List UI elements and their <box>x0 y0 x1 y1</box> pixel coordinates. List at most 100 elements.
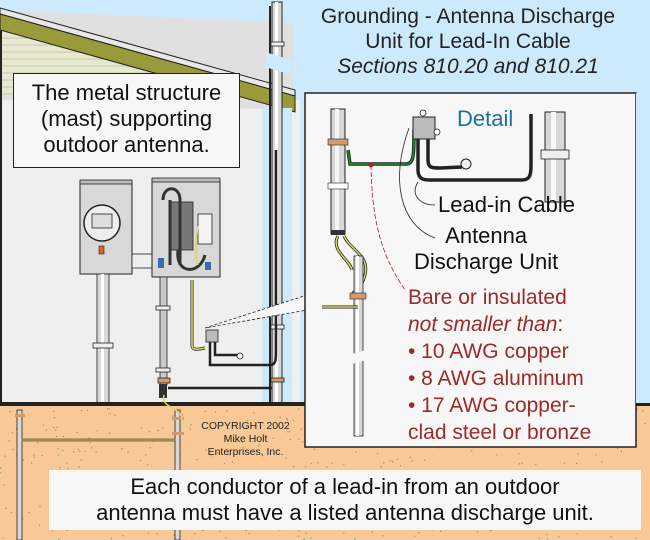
ground-speckle <box>79 451 81 453</box>
detail-mast <box>327 108 349 235</box>
ground-speckle <box>204 410 206 412</box>
ground-speckle <box>262 422 264 424</box>
ground-speckle <box>41 454 43 457</box>
ground-speckle <box>84 450 86 453</box>
ground-speckle <box>190 424 192 426</box>
ground-speckle <box>53 427 55 429</box>
ground-speckle <box>80 459 82 461</box>
ground-speckle <box>644 423 646 425</box>
ground-speckle <box>245 529 247 531</box>
copyright-line-2: Mike Holt <box>223 433 268 445</box>
ground-speckle <box>317 462 319 464</box>
ground-speckle <box>121 448 123 450</box>
ground-speckle <box>147 532 149 534</box>
ground-speckle <box>411 460 413 462</box>
ground-speckle <box>53 410 55 412</box>
ground-speckle <box>45 429 47 431</box>
ground-speckle <box>66 462 68 464</box>
ground-speckle <box>59 467 61 469</box>
ground-speckle <box>376 452 379 455</box>
requirement-note: Each conductor of a lead-in from an outd… <box>49 470 641 530</box>
ground-speckle <box>305 532 307 534</box>
ground-speckle <box>354 538 356 540</box>
ground-speckle <box>109 432 111 434</box>
ground-speckle <box>636 408 638 410</box>
ground-speckle <box>226 410 228 412</box>
ground-speckle <box>414 535 416 537</box>
ground-speckle <box>96 430 98 432</box>
ground-speckle <box>576 533 578 535</box>
conductor-item: clad steel or bronze <box>408 421 592 444</box>
ground-speckle <box>279 529 281 531</box>
ground-speckle <box>89 442 91 444</box>
ground-speckle <box>310 537 312 539</box>
ground-speckle <box>31 462 33 464</box>
ground-speckle <box>292 419 294 422</box>
ground-speckle <box>258 445 260 447</box>
ground-speckle <box>272 437 274 439</box>
ground-speckle <box>279 416 281 419</box>
ground-speckle <box>205 449 207 451</box>
ground-speckle <box>563 462 565 464</box>
ground-speckle <box>303 538 305 540</box>
ground-speckle <box>409 456 411 459</box>
ground-speckle <box>109 412 111 415</box>
mast-callout-line-3: outdoor antenna. <box>43 132 210 157</box>
discharge-unit-label-line-2: Discharge Unit <box>414 249 559 274</box>
ground-speckle <box>389 460 391 462</box>
ground-speckle <box>202 529 204 531</box>
ground-speckle <box>610 536 612 538</box>
mast-callout-line-2: (mast) supporting <box>40 106 213 131</box>
ground-speckle <box>286 419 288 421</box>
ground-speckle <box>12 448 14 451</box>
requirement-note-line-2: antenna must have a listed antenna disch… <box>96 500 594 525</box>
ground-speckle <box>58 454 60 456</box>
ground-speckle <box>496 454 498 456</box>
ground-speckle <box>519 463 521 465</box>
ground-speckle <box>173 534 175 536</box>
ground-speckle <box>210 455 212 457</box>
ground-speckle <box>189 428 191 430</box>
ground-speckle <box>62 436 64 438</box>
ground-speckle <box>4 455 6 457</box>
ground-speckle <box>298 408 300 410</box>
ground-speckle <box>223 463 225 465</box>
ground-speckle <box>577 453 579 455</box>
diagram-title: Grounding - Antenna Discharge Unit for L… <box>296 4 640 79</box>
ground-speckle <box>355 451 357 453</box>
ground-speckle <box>418 532 420 534</box>
ground-speckle <box>110 538 112 540</box>
ground-speckle <box>371 531 373 533</box>
ground-speckle <box>518 453 520 455</box>
copyright-line-3: Enterprises, Inc. <box>207 446 284 458</box>
ground-speckle <box>148 431 151 433</box>
ground-speckle <box>399 465 402 467</box>
discharge-unit-label: Antenna Discharge Unit <box>414 223 558 275</box>
ground-speckle <box>146 464 149 466</box>
ground-speckle <box>293 466 295 468</box>
ground-speckle <box>617 448 619 450</box>
ground-speckle <box>224 438 226 440</box>
ground-speckle <box>490 530 492 532</box>
mast-callout: The metal structure (mast) supporting ou… <box>13 73 240 168</box>
ground-speckle <box>196 459 198 461</box>
ground-speckle <box>194 533 196 535</box>
ground-speckle <box>635 537 637 539</box>
title-code-sections: Sections 810.20 and 810.21 <box>337 55 599 78</box>
ground-speckle <box>91 447 93 449</box>
ground-speckle <box>343 463 345 465</box>
title-line-1: Grounding - Antenna Discharge <box>320 5 616 28</box>
ground-speckle <box>8 440 10 442</box>
ground-speckle <box>231 461 233 463</box>
ground-speckle <box>73 451 75 453</box>
ground-speckle <box>88 437 90 439</box>
ground-speckle <box>642 410 644 412</box>
ground-speckle <box>289 438 291 440</box>
detail-discharge-unit <box>412 109 570 203</box>
ground-speckle <box>55 429 57 431</box>
ground-speckle <box>214 411 217 413</box>
ground-speckle <box>538 537 540 540</box>
ground-speckle <box>51 530 53 532</box>
ground-speckle <box>225 537 227 539</box>
lead-in-leader <box>414 181 436 206</box>
